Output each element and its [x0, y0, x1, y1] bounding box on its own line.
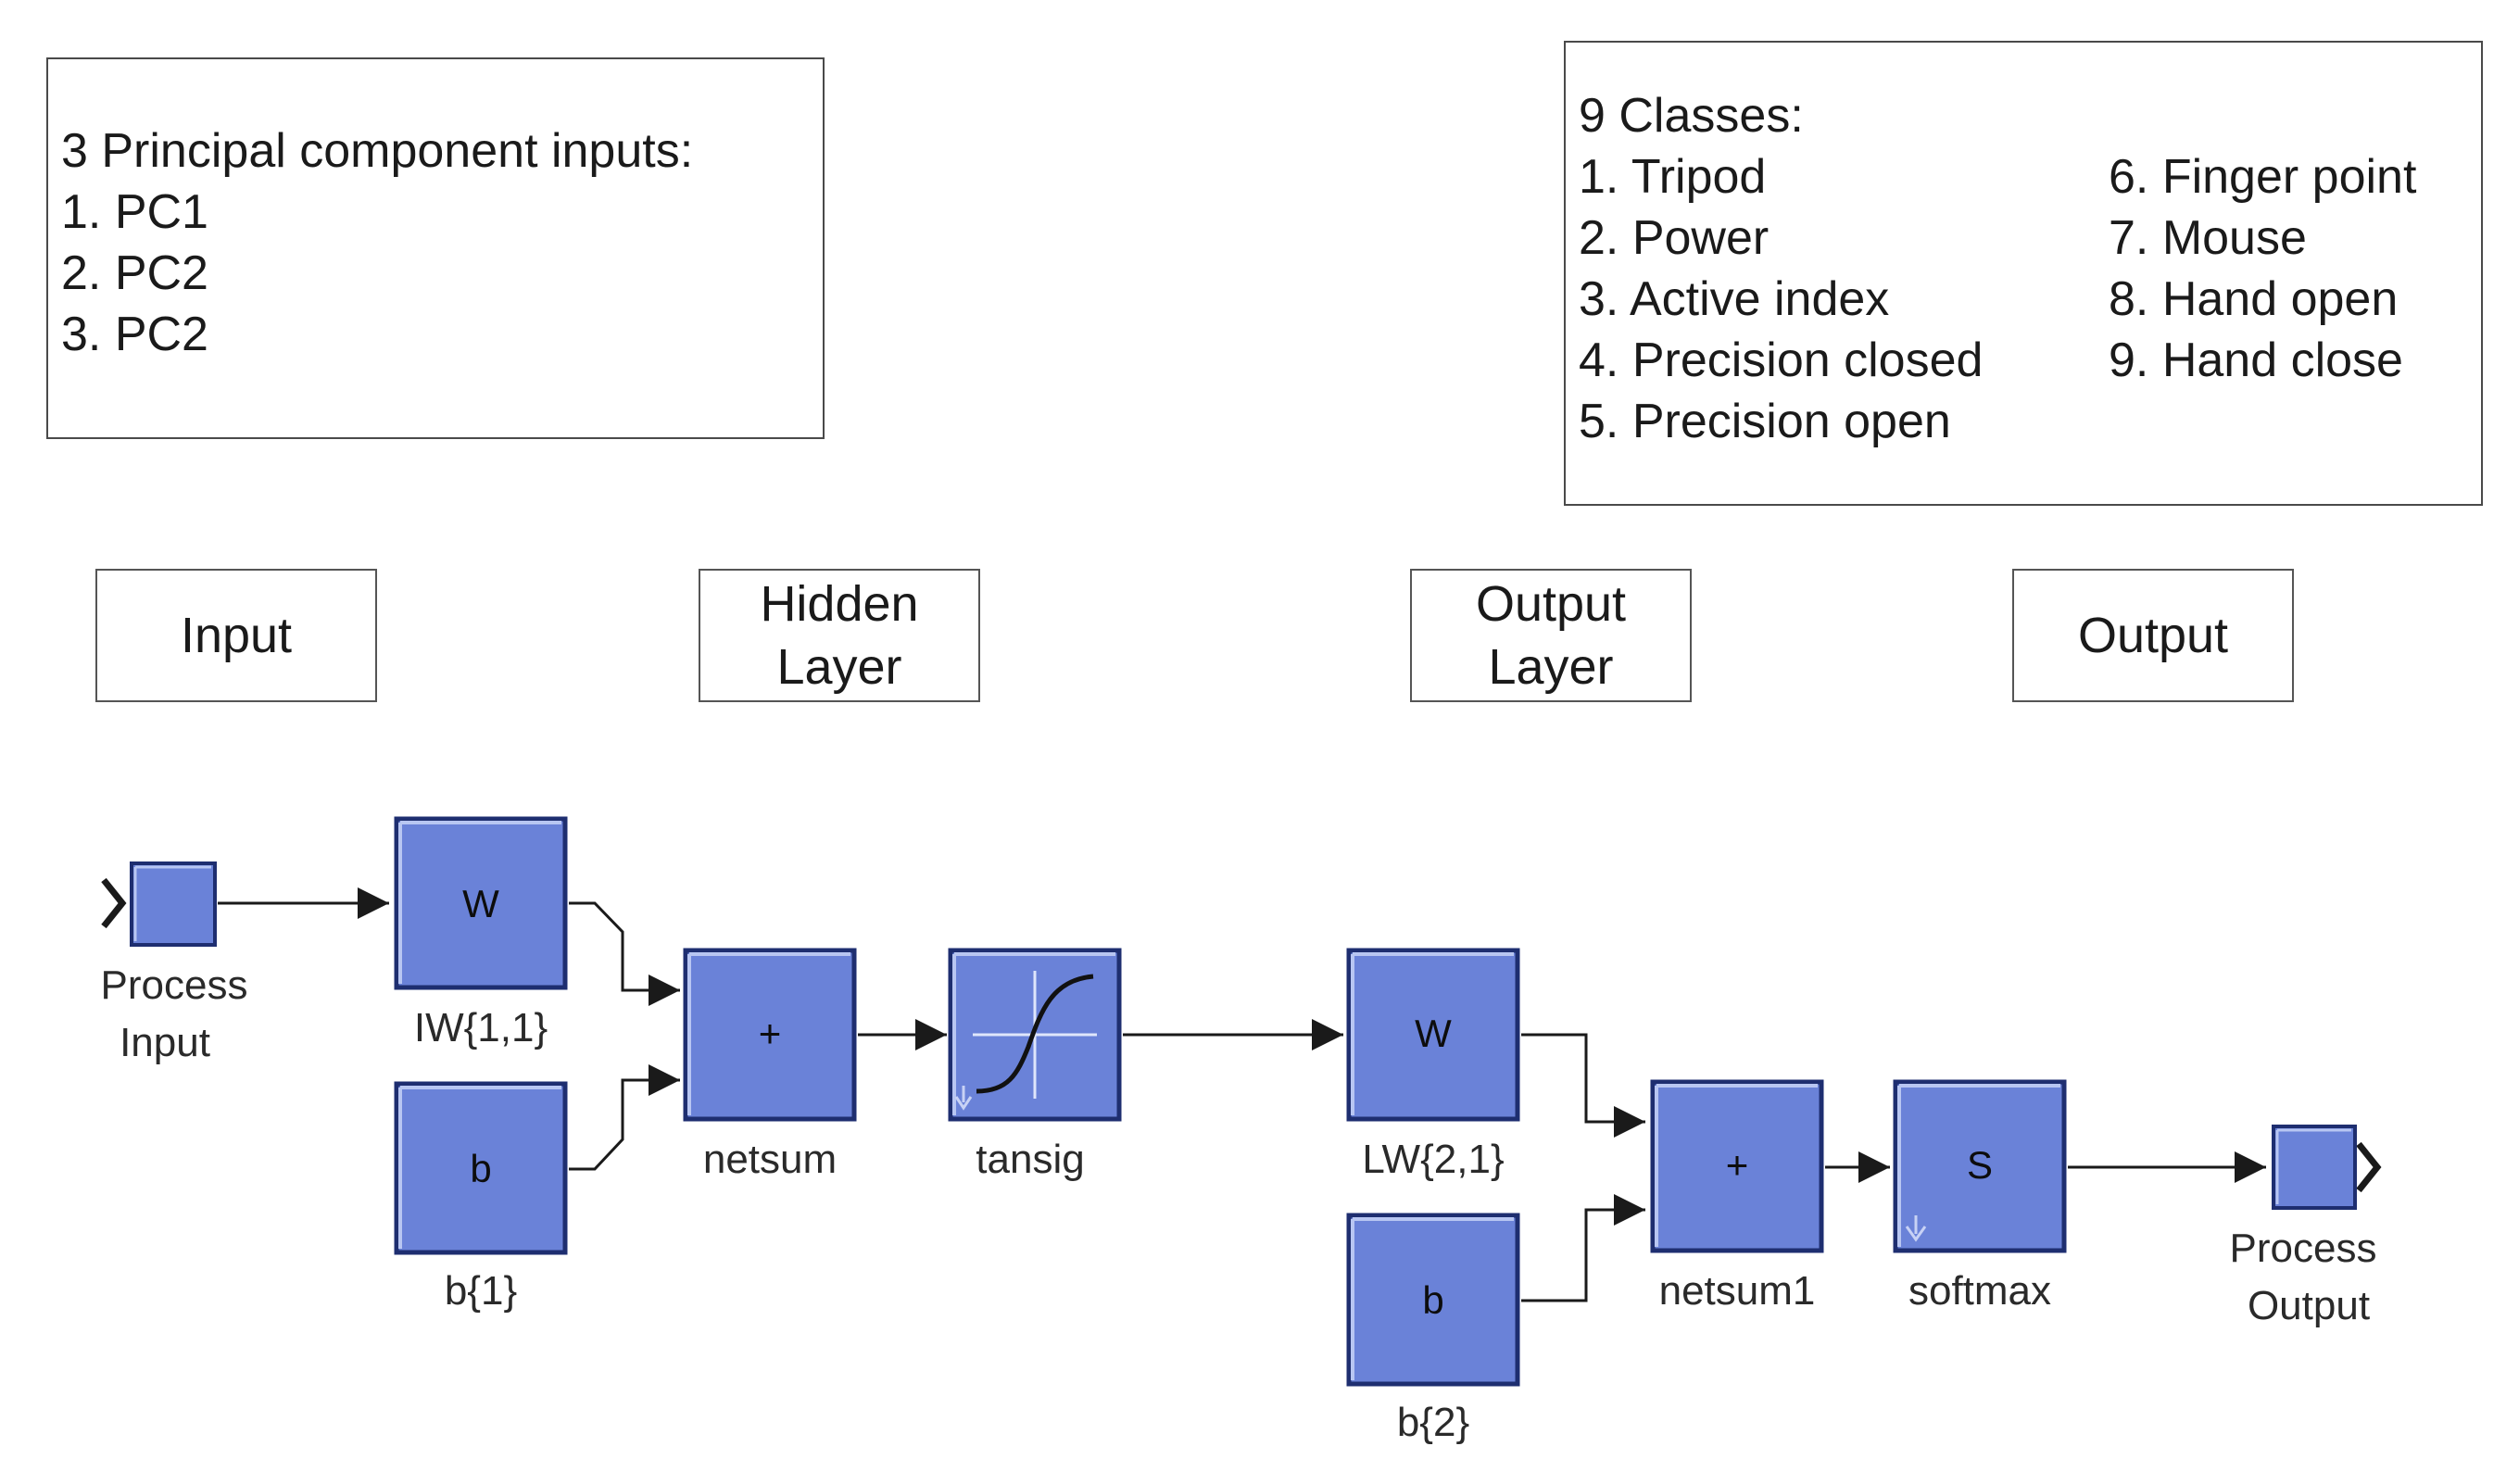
inputs-item: 2. PC2: [61, 246, 208, 300]
class-item: 9. Hand close: [2109, 333, 2403, 387]
connector-lw-to-netsum1: [1521, 1033, 1645, 1138]
netsum-block: [683, 948, 857, 1122]
lw-weight-block: [1346, 948, 1520, 1122]
netsum-label: netsum: [703, 1137, 837, 1182]
output-port-chevron: [2356, 1141, 2382, 1193]
softmax-down-arrow-icon: [1905, 1215, 1927, 1242]
inputs-info-box: [46, 57, 825, 439]
class-item: 8. Hand open: [2109, 272, 2399, 326]
inputs-item: 1. PC1: [61, 185, 208, 239]
process-input-block: [130, 861, 217, 947]
class-item: 5. Precision open: [1579, 395, 1951, 448]
connector-b2-to-netsum1: [1521, 1194, 1645, 1302]
b2-bias-block: [1346, 1213, 1520, 1387]
softmax-label: softmax: [1908, 1268, 2051, 1314]
layer-label-hidden: Hidden Layer: [699, 569, 980, 702]
layer-label-output-layer: Output Layer: [1410, 569, 1692, 702]
netsum1-block: [1650, 1079, 1824, 1253]
input-port-chevron: [101, 877, 127, 929]
connections: [218, 887, 2266, 1302]
connector-b1-to-netsum: [569, 1064, 680, 1171]
netsum-symbol: +: [759, 1012, 782, 1055]
b2-symbol: b: [1422, 1278, 1443, 1322]
process-output-label-2: Output: [2248, 1283, 2370, 1328]
classes-left-column: 9 Classes: 1. Tripod 2. Power 3. Active …: [1579, 85, 1983, 452]
inputs-info-text: 3 Principal component inputs: 1. PC1 2. …: [61, 120, 693, 365]
process-input-label-2: Input: [120, 1020, 210, 1065]
layer-label-output-layer-line2: Layer: [1488, 639, 1614, 695]
class-item: 4. Precision closed: [1579, 333, 1984, 387]
tansig-curve-icon: [976, 974, 1094, 1094]
b2-label: b{2}: [1397, 1400, 1469, 1445]
tansig-label: tansig: [976, 1137, 1084, 1182]
class-item: 2. Power: [1579, 211, 1770, 265]
class-item: 7. Mouse: [2109, 211, 2307, 265]
tansig-block: [948, 948, 1122, 1122]
inputs-title: 3 Principal component inputs:: [61, 124, 694, 178]
softmax-block: [1893, 1079, 2067, 1253]
layer-label-output-layer-line1: Output: [1475, 576, 1627, 632]
layer-label-output: Output: [2012, 569, 2294, 702]
layer-label-hidden-line2: Layer: [776, 639, 902, 695]
iw-symbol: W: [462, 882, 499, 925]
process-input-label-1: Process: [101, 962, 248, 1008]
class-item: 3. Active index: [1579, 272, 1890, 326]
lw-symbol: W: [1415, 1012, 1452, 1055]
b1-label: b{1}: [445, 1268, 517, 1314]
netsum1-label: netsum1: [1659, 1268, 1816, 1314]
b1-bias-block: [394, 1081, 568, 1255]
class-item: 6. Finger point: [2109, 150, 2417, 204]
netsum1-symbol: +: [1726, 1143, 1749, 1187]
classes-right-column: 6. Finger point 7. Mouse 8. Hand open 9.…: [2109, 146, 2416, 391]
tansig-down-arrow-icon: [954, 1086, 973, 1111]
classes-info-box: [1564, 41, 2483, 506]
softmax-symbol: S: [1967, 1143, 1993, 1187]
layer-label-input-text: Input: [180, 608, 293, 663]
iw-label: IW{1,1}: [414, 1005, 548, 1050]
layer-label-input: Input: [95, 569, 377, 702]
b1-symbol: b: [470, 1147, 491, 1190]
connector-iw-to-netsum: [569, 901, 680, 1006]
layer-label-output-text: Output: [2077, 608, 2229, 663]
lw-label: LW{2,1}: [1362, 1137, 1504, 1182]
layer-label-hidden-line1: Hidden: [760, 576, 919, 632]
iw-weight-block: [394, 816, 568, 990]
process-output-block: [2272, 1125, 2357, 1210]
inputs-item: 3. PC2: [61, 308, 208, 361]
classes-title: 9 Classes:: [1579, 89, 1804, 143]
process-output-label-1: Process: [2230, 1226, 2377, 1271]
class-item: 1. Tripod: [1579, 150, 1767, 204]
